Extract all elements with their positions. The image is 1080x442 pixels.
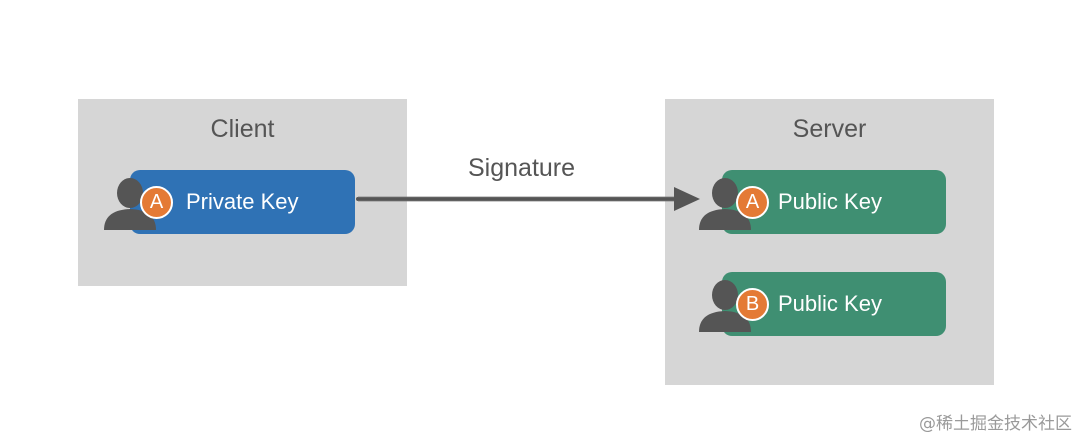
person-icon <box>104 178 156 230</box>
private-key-label: Private Key <box>186 189 299 214</box>
watermark: @稀土掘金技术社区 <box>919 414 1072 434</box>
badge-a: A <box>736 186 769 219</box>
badge-a: A <box>140 186 173 219</box>
server-title: Server <box>792 115 867 143</box>
public-key-label-a: Public Key <box>778 189 882 214</box>
public-key-card-b: Public Key <box>722 272 946 336</box>
signature-label: Signature <box>468 154 576 182</box>
server-panel: Server <box>665 99 994 385</box>
person-icon <box>699 280 751 332</box>
person-icon <box>699 178 751 230</box>
badge-b: B <box>736 288 769 321</box>
client-title: Client <box>210 115 275 143</box>
arrow-right-icon <box>356 187 700 211</box>
public-key-label-b: Public Key <box>778 291 882 316</box>
